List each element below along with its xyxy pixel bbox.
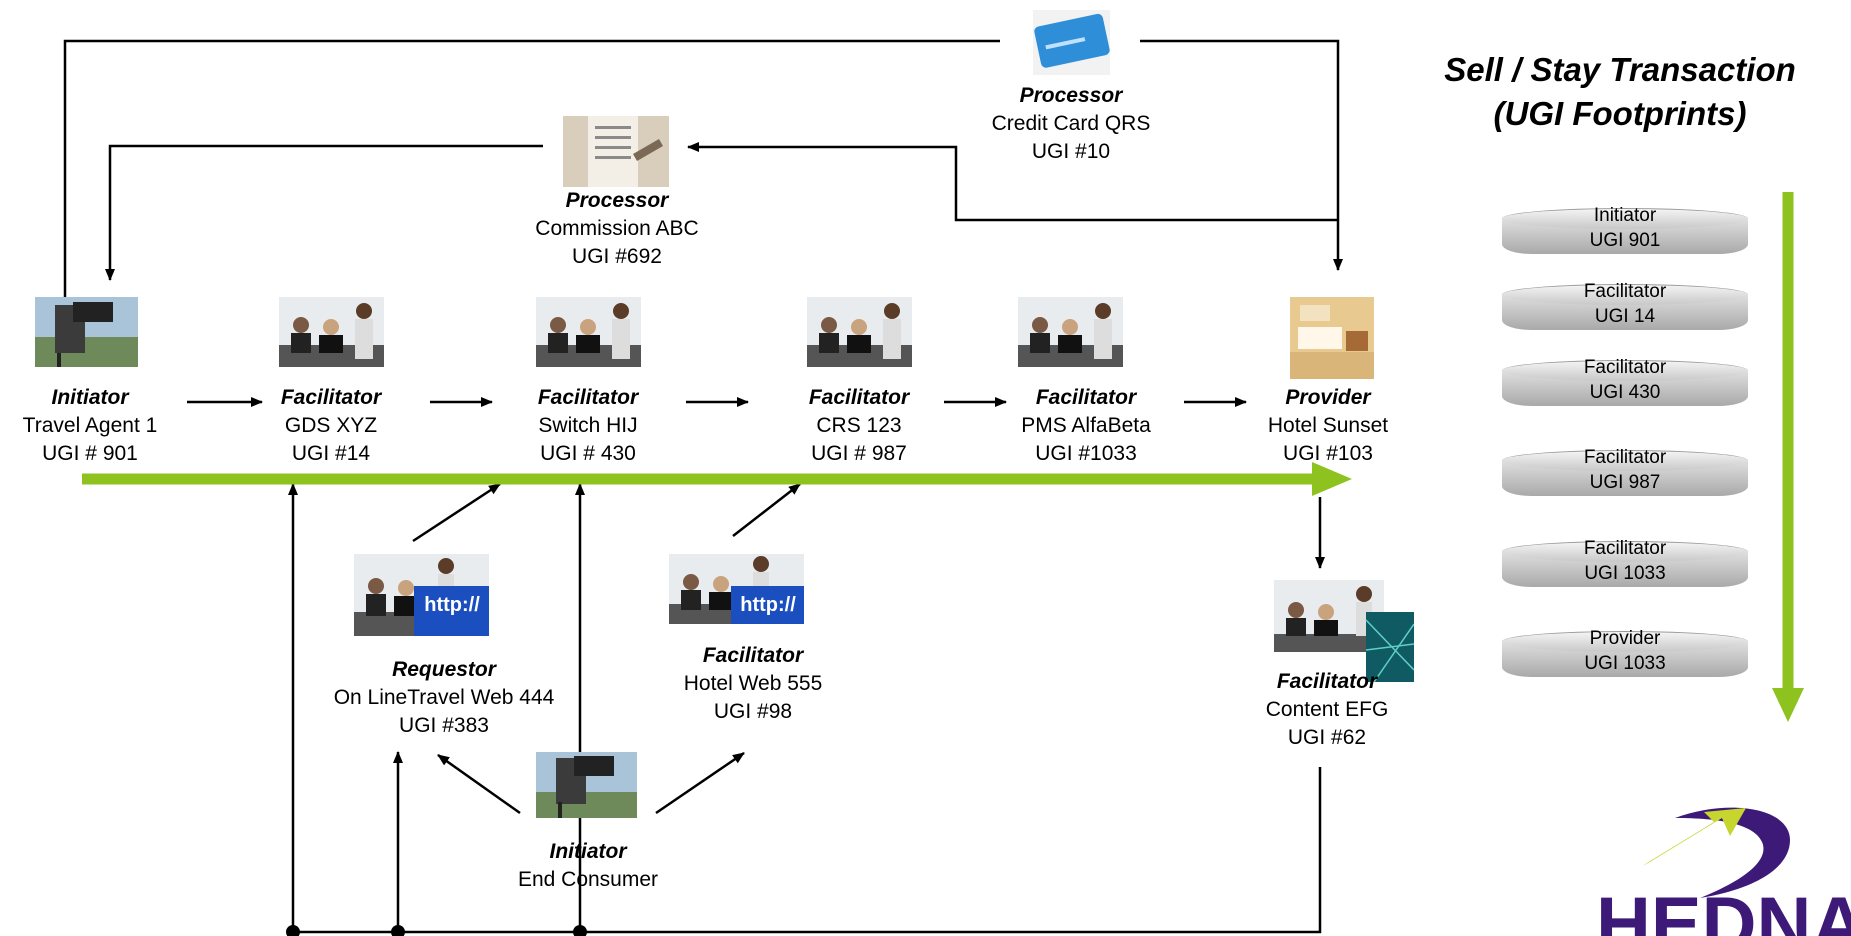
- node-commission: Processor Commission ABC UGI #692: [535, 187, 698, 271]
- node-ugi: UGI #62: [1287, 726, 1367, 749]
- node-content: Facilitator Content EFG UGI #62: [1266, 668, 1389, 752]
- footprint-disk: Provider UGI 1033: [1502, 628, 1748, 677]
- node-name: Credit Card QRS: [991, 112, 1151, 135]
- commission-receipt-photo: [563, 116, 669, 187]
- footprint-disk: Facilitator UGI 1033: [1502, 538, 1748, 587]
- node-ugi: UGI #1033: [1035, 442, 1137, 465]
- node-role: Facilitator: [1276, 670, 1378, 693]
- node-ugi: UGI #103: [1283, 442, 1373, 465]
- end-consumer-photo: [536, 752, 637, 818]
- footprint-role: Facilitator: [1583, 538, 1667, 559]
- node-name: GDS XYZ: [284, 414, 378, 437]
- footprint-role: Initiator: [1593, 205, 1657, 226]
- footprint-disk: Facilitator UGI 14: [1502, 281, 1748, 330]
- node-name: CRS 123: [816, 414, 902, 437]
- node-name: Hotel Sunset: [1267, 414, 1389, 437]
- node-credit-card: Processor Credit Card QRS UGI #10: [992, 82, 1151, 166]
- footprint-disk: Facilitator UGI 430: [1502, 357, 1748, 406]
- node-name: Switch HIJ: [538, 414, 638, 437]
- node-end-consumer: Initiator End Consumer: [518, 838, 658, 894]
- gds-team-photo: [279, 297, 384, 367]
- node-role: Initiator: [549, 840, 627, 863]
- node-name: Hotel Web 555: [683, 672, 823, 695]
- content-team-photo: [1274, 580, 1414, 682]
- footprint-ugi: UGI 987: [1589, 472, 1661, 493]
- crs-team-photo: [807, 297, 912, 367]
- travel-agent-photo: [35, 297, 138, 367]
- footprint-role: Facilitator: [1583, 357, 1667, 378]
- node-ugi: UGI #692: [572, 245, 662, 268]
- node-name: End Consumer: [517, 868, 659, 891]
- footprint-ugi: UGI 14: [1594, 306, 1656, 327]
- pms-team-photo: [1018, 297, 1123, 367]
- node-ugi: UGI # 430: [540, 442, 636, 465]
- footprint-role: Facilitator: [1583, 447, 1667, 468]
- node-role: Provider: [1285, 386, 1371, 409]
- node-name: PMS AlfaBeta: [1021, 414, 1151, 437]
- node-pms: Facilitator PMS AlfaBeta UGI #1033: [1021, 384, 1151, 468]
- footprint-disk: Facilitator UGI 987: [1502, 447, 1748, 496]
- node-role: Requestor: [392, 658, 496, 681]
- node-role: Facilitator: [808, 386, 910, 409]
- footprints-title-line1: Sell / Stay Transaction: [1444, 51, 1796, 88]
- credit-card-photo: [1033, 10, 1110, 75]
- footprint-role: Provider: [1589, 628, 1661, 649]
- node-role: Facilitator: [702, 644, 804, 667]
- footprint-ugi: UGI 1033: [1584, 653, 1666, 674]
- node-hotel: Provider Hotel Sunset UGI #103: [1268, 384, 1388, 468]
- node-travel-agent: Initiator Travel Agent 1 UGI # 901: [23, 384, 158, 468]
- node-hotel-web: Facilitator Hotel Web 555 UGI #98: [684, 642, 823, 726]
- node-role: Processor: [1019, 84, 1123, 107]
- node-ugi: UGI #14: [291, 442, 371, 465]
- node-ugi: UGI #98: [713, 700, 793, 723]
- node-role: Facilitator: [537, 386, 639, 409]
- node-ugi: UGI # 987: [811, 442, 907, 465]
- node-name: On LineTravel Web 444: [333, 686, 555, 709]
- footprint-ugi: UGI 901: [1589, 230, 1661, 251]
- requestor-http-badge: http://: [424, 594, 480, 616]
- hotel-web-http-badge: http://: [740, 594, 796, 616]
- node-switch: Facilitator Switch HIJ UGI # 430: [538, 384, 638, 468]
- node-ugi: UGI #383: [399, 714, 489, 737]
- hedna-logo-text: HEDNA: [1596, 882, 1851, 936]
- footprint-role: Facilitator: [1583, 281, 1667, 302]
- footprint-disk: Initiator UGI 901: [1502, 205, 1748, 254]
- node-requestor: Requestor On LineTravel Web 444 UGI #383: [334, 656, 555, 740]
- footprint-ugi: UGI 1033: [1584, 563, 1666, 584]
- hotel-room-photo: [1290, 297, 1374, 379]
- node-name: Travel Agent 1: [22, 414, 158, 437]
- node-role: Facilitator: [1035, 386, 1137, 409]
- node-crs: Facilitator CRS 123 UGI # 987: [809, 384, 909, 468]
- node-ugi: UGI #10: [1031, 140, 1111, 163]
- hedna-logo: HEDNA: [1580, 800, 1851, 936]
- node-gds: Facilitator GDS XYZ UGI #14: [281, 384, 381, 468]
- node-ugi: UGI # 901: [42, 442, 138, 465]
- node-name: Content EFG: [1265, 698, 1389, 721]
- switch-team-photo: [536, 297, 641, 367]
- node-role: Processor: [565, 189, 669, 212]
- footprint-ugi: UGI 430: [1589, 382, 1661, 403]
- node-role: Facilitator: [280, 386, 382, 409]
- requestor-http-photo: [354, 554, 489, 636]
- footprints-title: Sell / Stay Transaction (UGI Footprints): [1444, 48, 1796, 136]
- node-name: Commission ABC: [535, 217, 699, 240]
- node-role: Initiator: [51, 386, 129, 409]
- hotel-web-http-photo: [669, 554, 804, 624]
- footprints-title-line2: (UGI Footprints): [1493, 95, 1747, 132]
